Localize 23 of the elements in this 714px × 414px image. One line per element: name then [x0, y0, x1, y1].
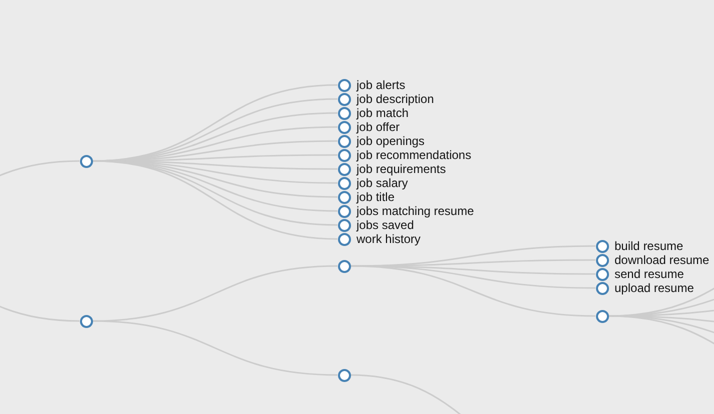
tree-node-circle: [338, 260, 350, 272]
node-label: send resume: [614, 267, 684, 281]
node-label: jobs matching resume: [356, 204, 474, 218]
node-label: download resume: [614, 253, 710, 267]
node-label: jobs saved: [356, 218, 414, 232]
node-label: job title: [356, 190, 395, 204]
node-label: job openings: [356, 134, 425, 148]
tree-node-circle: [80, 314, 92, 328]
node-label: build resume: [614, 239, 684, 253]
tree-node-circle: [338, 368, 350, 382]
tree-link: [92, 320, 338, 376]
node-label: job description: [356, 92, 434, 106]
node-label: job offer: [356, 120, 400, 134]
node-label: job match: [356, 106, 409, 120]
node-label: upload resume: [614, 281, 694, 295]
node-label: job salary: [356, 176, 408, 190]
tree-node-circle: [80, 154, 92, 168]
tree-node-circle: [596, 310, 608, 322]
node-label: work history: [356, 232, 421, 246]
node-label: job recommendations: [356, 148, 472, 162]
node-label: job alerts: [356, 78, 406, 92]
tree-link: [92, 265, 338, 322]
node-label: job requirements: [356, 162, 446, 176]
